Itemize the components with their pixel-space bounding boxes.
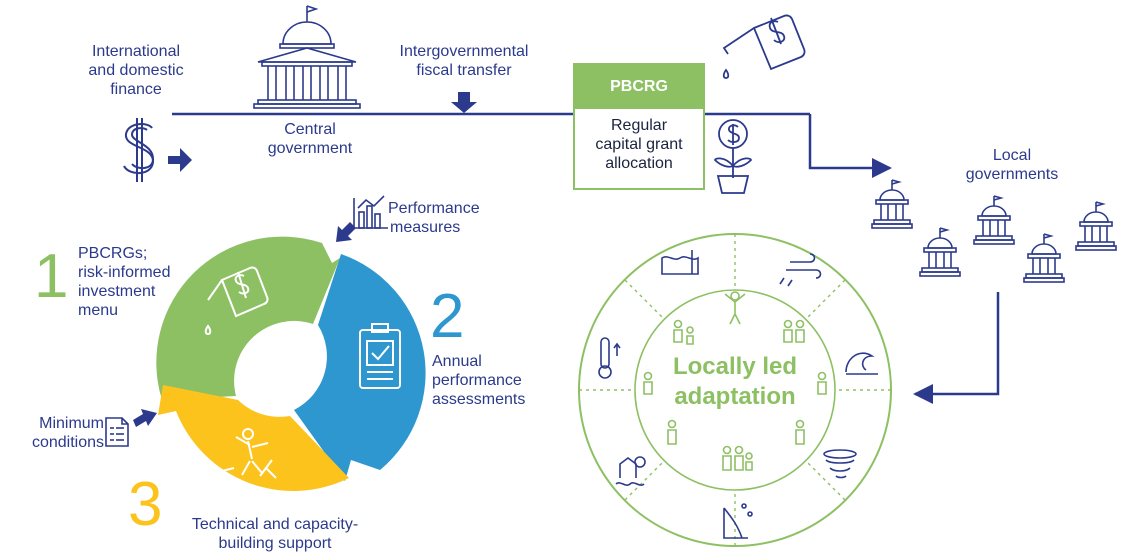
pbcrg-box: PBCRG Regular capital grant allocation	[573, 63, 705, 190]
step-2-number: 2	[430, 282, 465, 351]
cycle-segment-yellow	[158, 385, 349, 491]
money-plant-icon	[714, 119, 752, 194]
local-governments-label: Local governments	[952, 146, 1072, 184]
checklist-icon	[105, 417, 129, 447]
fiscal-transfer-line-2: fiscal transfer	[416, 62, 512, 79]
performance-measures-arrow	[336, 222, 356, 242]
helping-hands-icon	[213, 428, 277, 487]
pbcrg-body-line-1: Regular	[610, 117, 668, 134]
step-3-line-2: building support	[218, 535, 332, 552]
fiscal-transfer-label: Intergovernmental fiscal transfer	[378, 42, 550, 80]
people-icons	[643, 291, 827, 471]
performance-measures-label: Performance measures	[388, 199, 518, 237]
minimum-conditions-line-1: Minimum	[39, 415, 104, 432]
step-1-line-2: risk-informed	[78, 264, 171, 281]
performance-measures-line-1: Performance	[388, 200, 480, 217]
step-1-label: PBCRGs; risk-informed investment menu	[78, 244, 208, 320]
fiscal-transfer-line-1: Intergovernmental	[399, 43, 529, 60]
step-1-line-4: menu	[78, 302, 119, 319]
step-1-line-3: investment	[78, 283, 156, 300]
central-gov-line-2: government	[267, 140, 353, 157]
step-2-label: Annual performance assessments	[432, 352, 562, 409]
step-1-line-1: PBCRGs;	[78, 245, 148, 262]
intl-finance-line-3: finance	[110, 81, 162, 98]
bar-chart-icon	[353, 195, 388, 229]
minimum-conditions-line-2: conditions	[31, 434, 104, 451]
watering-can-icon	[722, 14, 806, 79]
pbcrg-body-line-2: capital grant	[595, 136, 683, 153]
wind-rain-icon	[779, 253, 822, 287]
lla-line-1: Locally led	[672, 353, 798, 380]
thermometer-icon	[598, 337, 621, 379]
flooded-house-icon	[615, 456, 646, 486]
lla-wheel	[578, 233, 892, 547]
pbcrg-body-line-3: allocation	[605, 155, 673, 172]
step-2-line-1: Annual	[432, 353, 482, 370]
minimum-conditions-arrow	[133, 409, 157, 427]
step-3-label: Technical and capacity- building support	[160, 515, 390, 553]
pbcrg-body: Regular capital grant allocation	[575, 109, 703, 173]
performance-measures-line-2: measures	[390, 219, 461, 236]
fiscal-transfer-arrow	[451, 92, 477, 113]
local-government-buildings	[871, 179, 1117, 283]
pbcrg-title: PBCRG	[575, 65, 703, 109]
intl-finance-label: International and domestic finance	[76, 42, 196, 99]
lla-label: Locally led adaptation	[640, 352, 830, 412]
tornado-icon	[823, 449, 857, 479]
local-gov-line-2: governments	[965, 166, 1059, 183]
cycle-segment-green	[156, 236, 340, 400]
government-building-icon	[253, 5, 361, 109]
minimum-conditions-label: Minimum conditions	[4, 414, 104, 452]
flow-to-local-govs-arrow	[808, 114, 892, 178]
tidal-wave-icon	[845, 352, 878, 375]
step-1-number: 1	[34, 242, 69, 311]
watering-can-cycle-icon	[204, 266, 269, 336]
step-3-line-1: Technical and capacity-	[191, 516, 359, 533]
dollar-icon	[123, 118, 155, 182]
landslide-icon	[723, 503, 753, 539]
intl-finance-line-2: and domestic	[88, 62, 184, 79]
central-government-label: Central government	[250, 120, 370, 158]
step-3-number: 3	[128, 470, 163, 539]
step-2-line-3: assessments	[432, 391, 526, 408]
lla-line-2: adaptation	[674, 383, 796, 410]
intl-finance-line-1: International	[91, 43, 181, 60]
finance-arrow-icon	[168, 148, 192, 172]
local-gov-line-1: Local	[992, 147, 1032, 164]
local-govs-to-lla-arrow	[913, 292, 1000, 404]
central-gov-line-1: Central	[284, 121, 336, 138]
clipboard-check-icon	[359, 323, 401, 389]
step-2-line-2: performance	[432, 372, 522, 389]
flood-wall-icon	[661, 250, 699, 275]
